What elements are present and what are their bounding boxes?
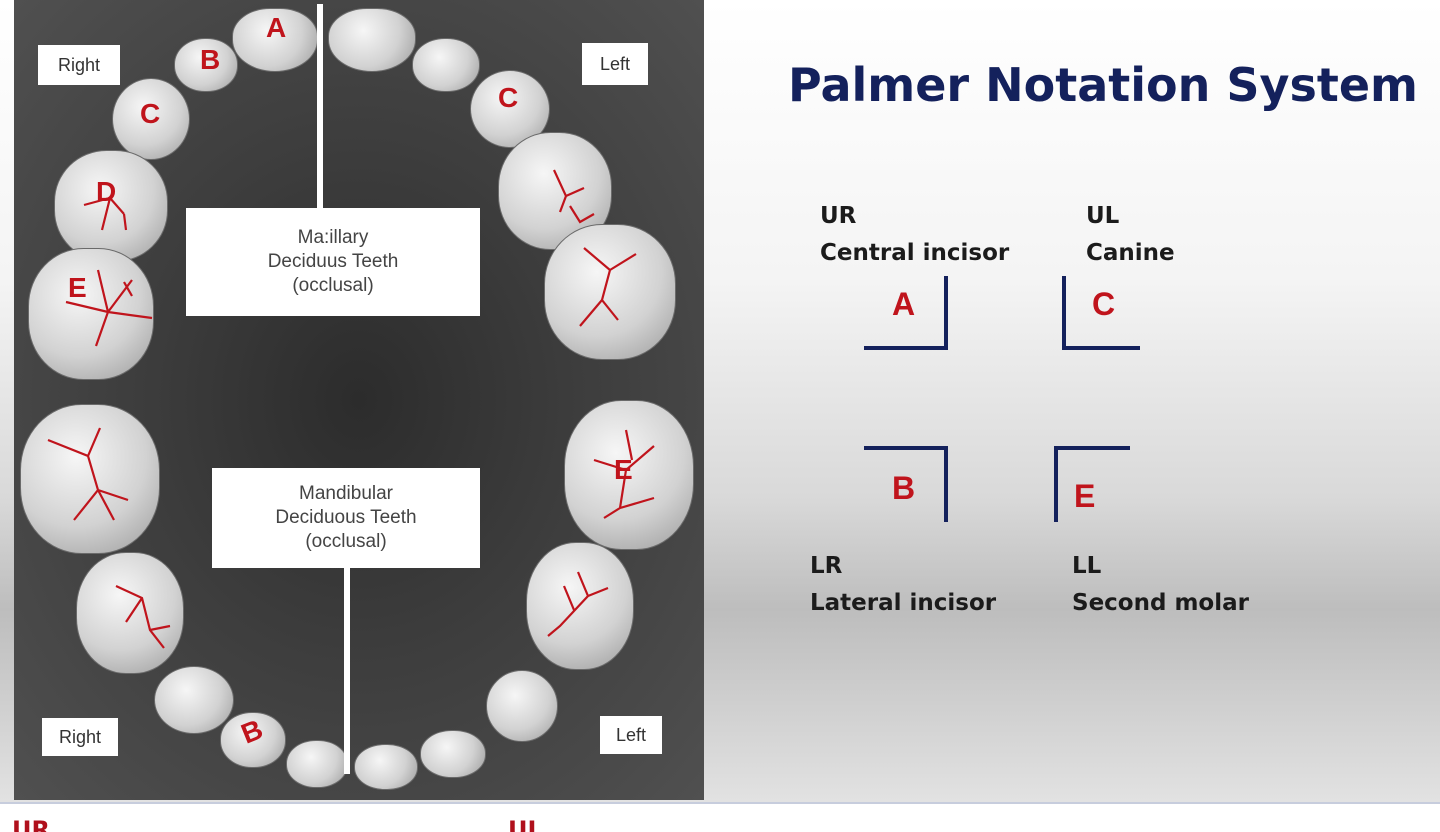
quadrant-ul-code: UL: [1086, 203, 1120, 229]
upper-tooth-lateral-left: [412, 38, 480, 92]
mandibular-midline: [344, 568, 350, 774]
quadrant-ul-bracket: [1062, 276, 1140, 350]
quadrant-ul-tooth: Canine: [1086, 240, 1175, 266]
lower-tooth-lateral-left: [420, 730, 486, 778]
slide-divider: [0, 802, 1440, 804]
next-slide-strip: UR UL: [0, 802, 1440, 832]
lower-tooth-canine-left: [486, 670, 558, 742]
quadrant-ur-tooth: Central incisor: [820, 240, 1010, 266]
quadrant-ul-letter: C: [1092, 286, 1116, 322]
tooth-letter-lower-e: E: [614, 454, 633, 485]
maxillary-caption: Ma:illary Deciduus Teeth (occlusal): [186, 208, 480, 316]
orientation-label-lower-left: Left: [600, 716, 662, 754]
lower-tooth-second-molar-right: [20, 404, 160, 554]
mandibular-caption-line-2: Deciduous Teeth: [275, 507, 417, 528]
quadrant-ll-label: LL Second molar: [1072, 548, 1249, 622]
lower-tooth-central-right: [286, 740, 348, 788]
tooth-letter-upper-c-left: C: [498, 82, 519, 113]
next-slide-label-right: UL: [508, 816, 543, 832]
dental-arch-figure: Right Left Right Left Ma:illary Deciduus…: [14, 0, 704, 800]
upper-tooth-a: [232, 8, 318, 72]
quadrant-ll-bracket: [1054, 446, 1130, 522]
mandibular-caption-line-3: (occlusal): [305, 531, 387, 552]
quadrant-ur-code: UR: [820, 203, 857, 229]
mandibular-caption: Mandibular Deciduous Teeth (occlusal): [212, 468, 480, 568]
quadrant-ur-letter: A: [892, 286, 916, 322]
upper-tooth-c-right: [112, 78, 190, 160]
quadrant-lr-code: LR: [810, 553, 843, 579]
lower-tooth-e: [564, 400, 694, 550]
quadrant-ur-bracket: [864, 276, 948, 350]
upper-tooth-e: [28, 248, 154, 380]
tooth-letter-upper-a: A: [266, 12, 287, 43]
tooth-letter-upper-d: D: [96, 176, 117, 207]
maxillary-caption-line-2: Deciduus Teeth: [267, 251, 399, 272]
upper-tooth-second-molar-left: [544, 224, 676, 360]
orientation-label-upper-right: Right: [38, 45, 120, 85]
lower-tooth-canine-right: [154, 666, 234, 734]
orientation-label-upper-left: Left: [582, 43, 648, 85]
orientation-label-lower-right: Right: [42, 718, 118, 756]
tooth-letter-upper-b: B: [200, 44, 221, 75]
lower-tooth-first-molar-left: [526, 542, 634, 670]
maxillary-caption-line-1: Ma:illary: [297, 227, 369, 248]
quadrant-lr-bracket: [864, 446, 948, 522]
upper-tooth-central-left: [328, 8, 416, 72]
quadrant-ul-label: UL Canine: [1086, 198, 1175, 272]
quadrant-ll-code: LL: [1072, 553, 1102, 579]
quadrant-ll-tooth: Second molar: [1072, 590, 1249, 616]
upper-tooth-b: [174, 38, 238, 92]
quadrant-lr-letter: B: [892, 470, 916, 506]
lower-tooth-central-left: [354, 744, 418, 790]
upper-tooth-d: [54, 150, 168, 262]
quadrant-ur-label: UR Central incisor: [820, 198, 1009, 272]
slide: Right Left Right Left Ma:illary Deciduus…: [0, 0, 1440, 802]
quadrant-lr-tooth: Lateral incisor: [810, 590, 997, 616]
tooth-letter-upper-c-right: C: [140, 98, 161, 129]
tooth-letter-upper-e: E: [68, 272, 87, 303]
lower-tooth-first-molar-right: [76, 552, 184, 674]
occlusal-grooves: [47, 169, 655, 649]
mandibular-caption-line-1: Mandibular: [299, 483, 393, 504]
quadrant-ll-letter: E: [1074, 478, 1096, 514]
slide-title: Palmer Notation System: [788, 58, 1418, 112]
maxillary-caption-line-3: (occlusal): [292, 275, 374, 296]
maxillary-midline: [317, 4, 323, 210]
quadrant-lr-label: LR Lateral incisor: [810, 548, 996, 622]
next-slide-label-left: UR: [12, 816, 50, 832]
lower-tooth-b: [220, 712, 286, 768]
